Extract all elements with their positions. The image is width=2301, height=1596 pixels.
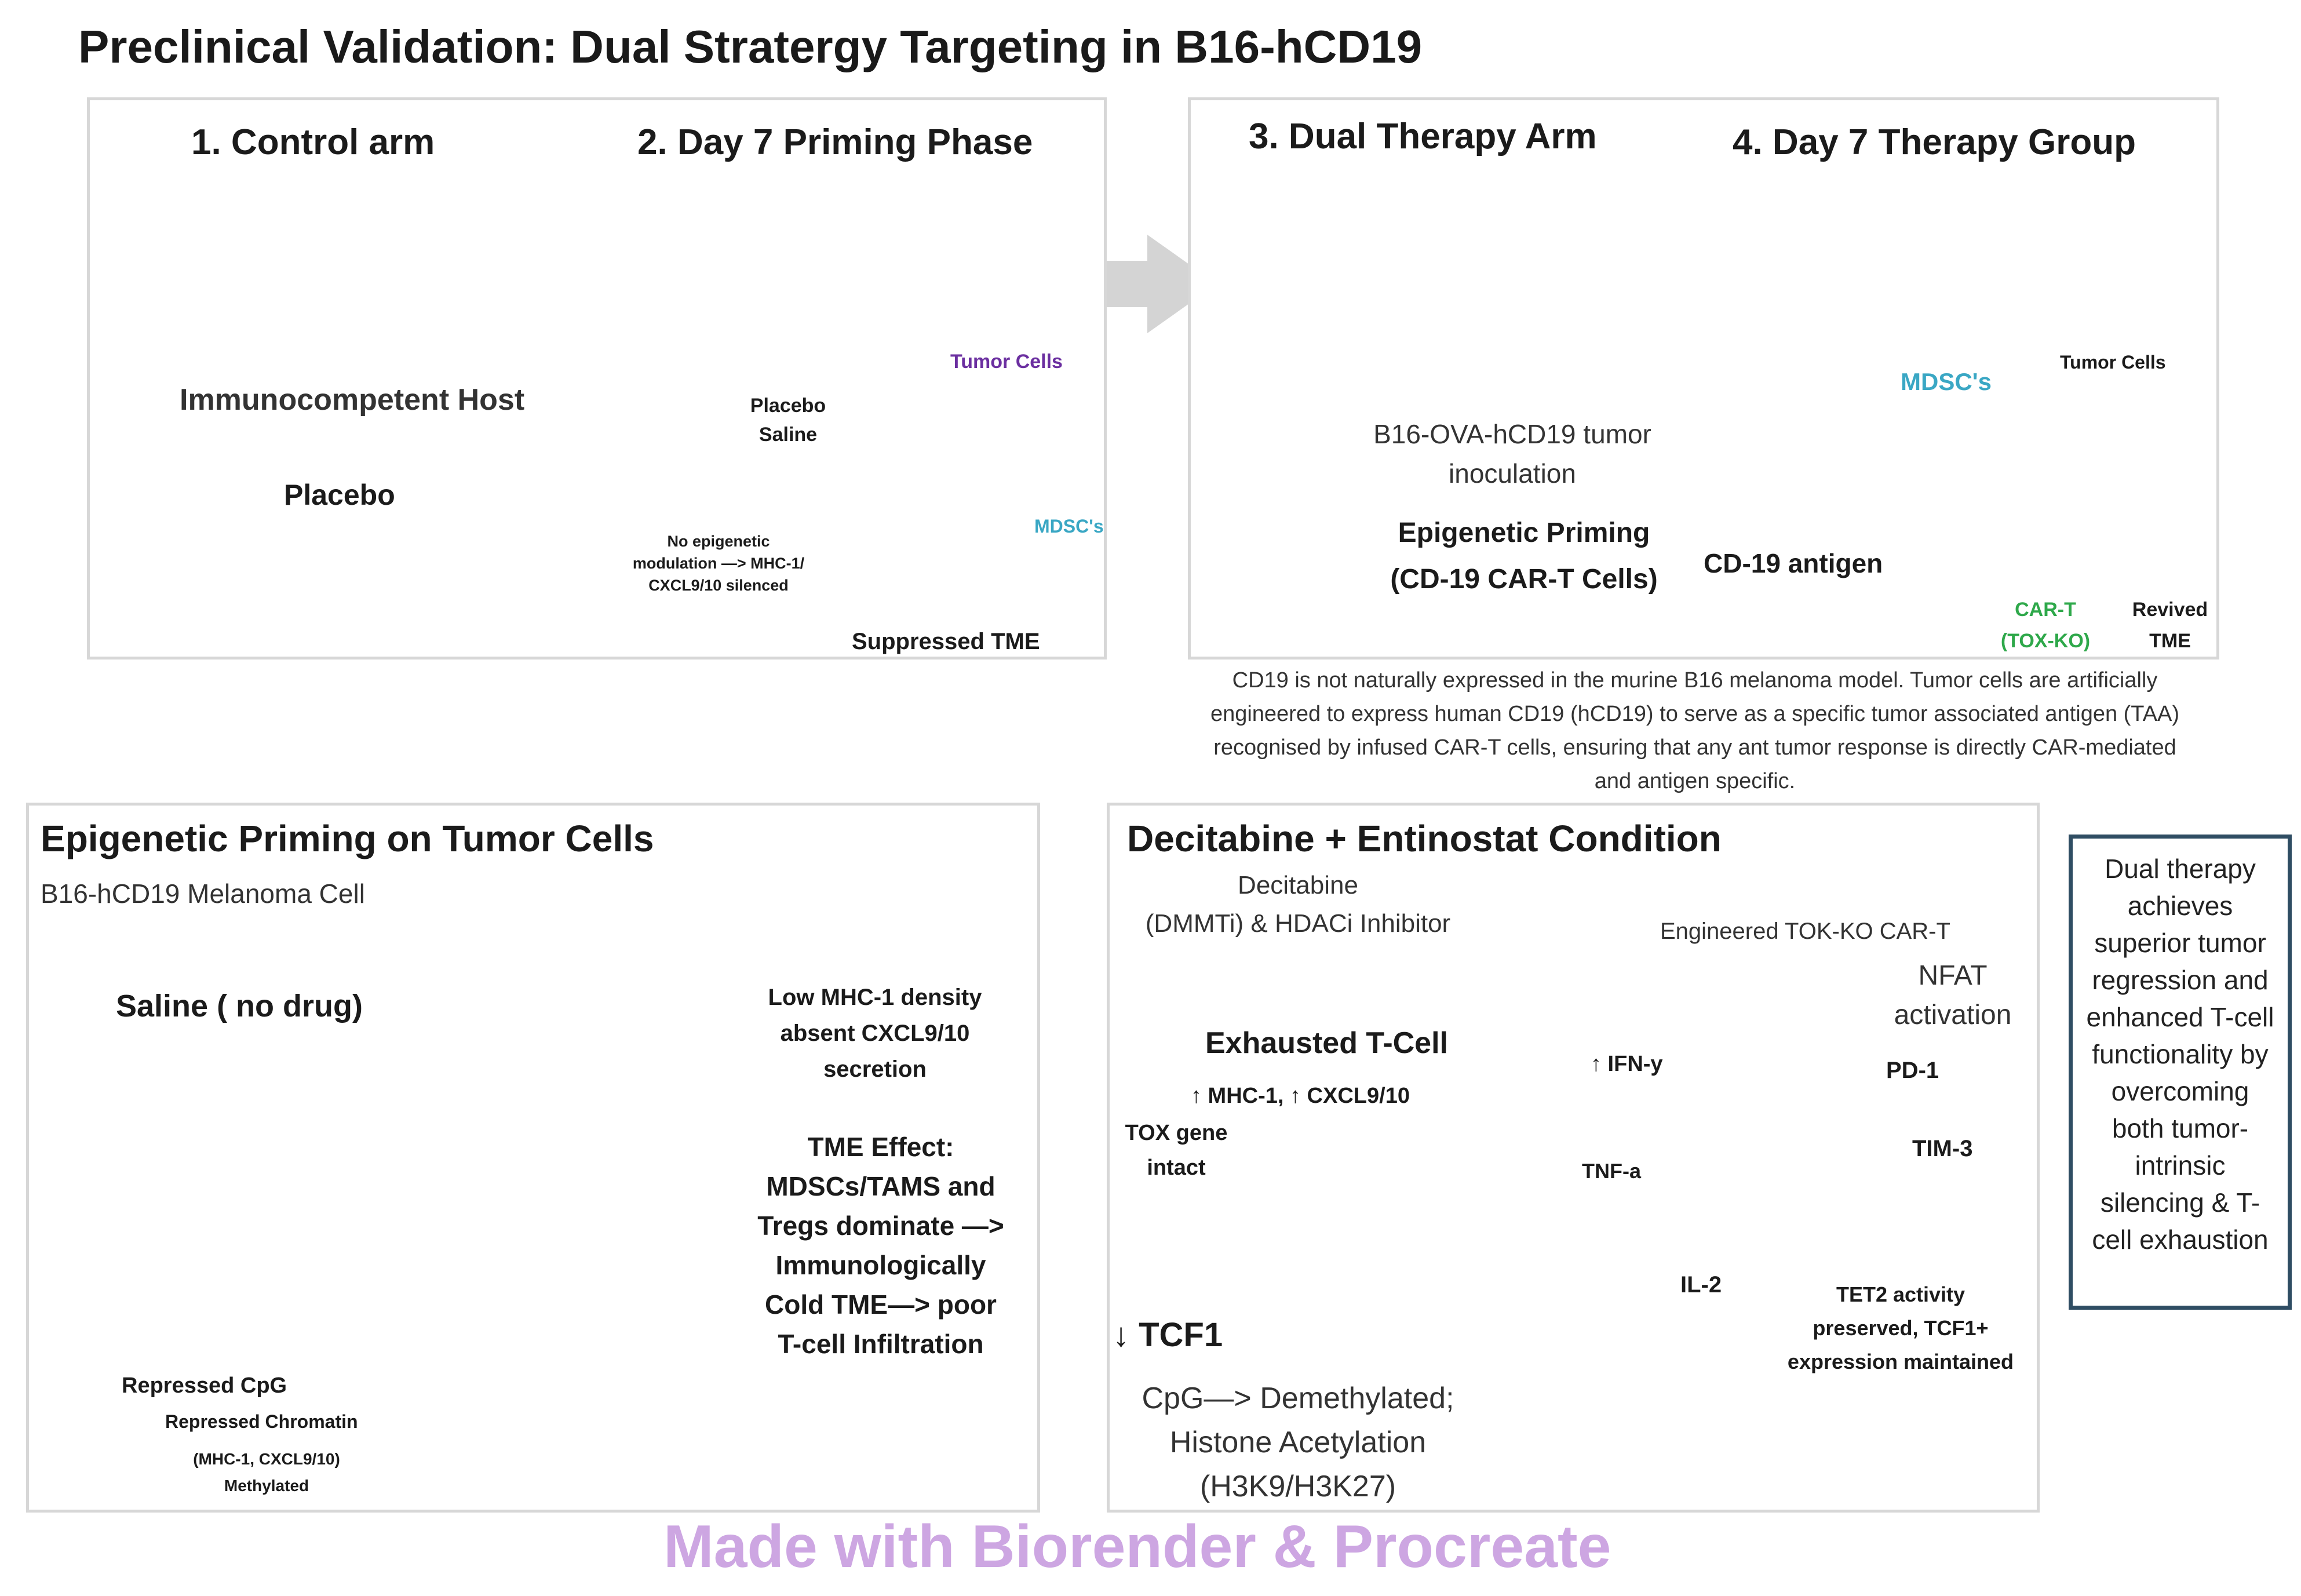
pd1-label: PD-1 xyxy=(1886,1058,1939,1083)
repressed-chromatin-label: Repressed Chromatin xyxy=(165,1411,358,1432)
placebo-label: Placebo xyxy=(284,479,395,511)
cart-tox-ko-label: CAR-T(TOX-KO) xyxy=(2000,599,2091,652)
cd19-note: CD19 is not naturally expressed in the m… xyxy=(1210,668,2180,793)
exhausted-tcell-label: Exhausted T-Cell xyxy=(1205,1026,1448,1060)
cpg-demethylated-label: CpG—> Demethylated;Histone Acetylation(H… xyxy=(1142,1382,1454,1503)
melanoma-cell-subtitle: B16-hCD19 Melanoma Cell xyxy=(41,879,365,909)
tumor-cells-label-2: Tumor Cells xyxy=(2060,352,2166,373)
mdscs-label-2: MDSC's xyxy=(1901,368,1992,395)
step-dual-therapy: 3. Dual Therapy Arm xyxy=(1249,116,1597,156)
dual-therapy-panel xyxy=(1188,97,2219,659)
repressed-cpg-label: Repressed CpG xyxy=(122,1373,287,1398)
credit-text: Made with Biorender & Procreate xyxy=(663,1513,1611,1580)
epigenetic-priming-title: Epigenetic Priming on Tumor Cells xyxy=(41,818,654,859)
tnf-label: TNF-a xyxy=(1582,1159,1641,1183)
decitabine-panel xyxy=(1107,803,2040,1513)
step-priming-phase: 2. Day 7 Priming Phase xyxy=(637,122,1033,162)
host-label: Immunocompetent Host xyxy=(180,383,525,417)
control-priming-panel xyxy=(87,97,1107,659)
step-control-arm: 1. Control arm xyxy=(191,122,435,162)
tcf1-down-label: ↓ TCF1 xyxy=(1113,1316,1223,1354)
il2-label: IL-2 xyxy=(1680,1272,1722,1298)
tumor-cells-label: Tumor Cells xyxy=(950,351,1063,373)
ifn-label: ↑ IFN-y xyxy=(1591,1052,1663,1076)
big-arrow xyxy=(1055,235,1217,333)
priming-label: Epigenetic Priming(CD-19 CAR-T Cells) xyxy=(1390,518,1658,595)
decitabine-label: Decitabine(DMMTi) & HDACi Inhibitor xyxy=(1145,871,1451,938)
tim3-label: TIM-3 xyxy=(1912,1136,1973,1161)
suppressed-tme-label: Suppressed TME xyxy=(852,629,1040,654)
step-therapy-group: 4. Day 7 Therapy Group xyxy=(1733,122,2136,162)
page-title: Preclinical Validation: Dual Stratergy T… xyxy=(78,21,1423,72)
decitabine-title: Decitabine + Entinostat Condition xyxy=(1127,818,1722,859)
epigenetic-priming-panel xyxy=(26,803,1040,1513)
cd19-antigen-label: CD-19 antigen xyxy=(1704,548,1883,578)
mdscs-label: MDSC's xyxy=(1034,516,1104,537)
engineered-cart-label: Engineered TOK-KO CAR-T xyxy=(1660,919,1950,944)
tox-knockout-label: TOX xyxy=(1822,1104,1853,1121)
methylated-label: (MHC-1, CXCL9/10)Methylated xyxy=(193,1450,340,1495)
saline-label: Saline ( no drug) xyxy=(116,989,363,1023)
mhc-up-label: ↑ MHC-1, ↑ CXCL9/10 xyxy=(1191,1084,1410,1108)
